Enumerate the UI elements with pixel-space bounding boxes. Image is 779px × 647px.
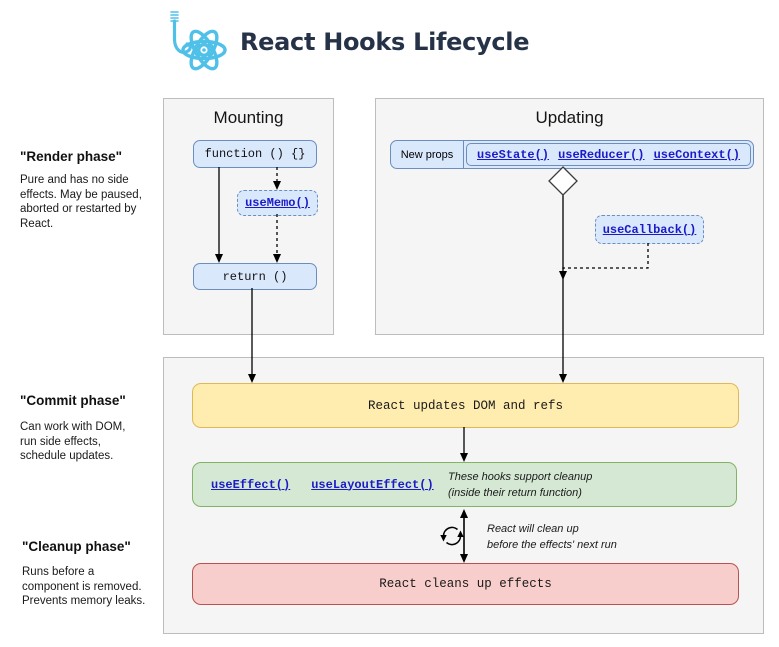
- return-node-label: return (): [222, 269, 288, 284]
- page-title: React Hooks Lifecycle: [240, 28, 530, 56]
- cleanup-phase-description: Runs before a component is removed. Prev…: [22, 566, 146, 608]
- use-callback-link[interactable]: useCallback(): [602, 222, 697, 237]
- cleanup-phase-label: "Cleanup phase" Runs before a component …: [22, 539, 145, 607]
- commit-phase-description: Can work with DOM, run side effects, sch…: [20, 421, 126, 463]
- crochet-hook-icon: [170, 11, 192, 54]
- effect-links-group: useEffect() useLayoutEffect(): [211, 478, 434, 492]
- effects-cleanup-note: These hooks support cleanup (inside thei…: [448, 470, 593, 499]
- use-state-link[interactable]: useState(): [477, 147, 550, 162]
- mounting-panel-title: Mounting: [213, 108, 284, 127]
- use-reducer-link[interactable]: useReducer(): [558, 147, 645, 162]
- state-hooks-group: useState() useReducer() useContext(): [466, 143, 751, 166]
- use-memo-link[interactable]: useMemo(): [245, 196, 310, 210]
- dom-update-bar: React updates DOM and refs: [192, 383, 739, 428]
- cleanup-bar: React cleans up effects: [192, 563, 739, 605]
- use-effect-link[interactable]: useEffect(): [211, 477, 291, 492]
- react-hooks-logo-icon: [170, 11, 227, 71]
- updating-panel: Updating: [375, 98, 764, 335]
- commit-phase-label: "Commit phase" Can work with DOM, run si…: [20, 393, 126, 462]
- render-phase-description: Pure and has no side effects. May be pau…: [20, 174, 142, 230]
- mounting-panel: Mounting: [163, 98, 334, 335]
- use-callback-node: useCallback(): [595, 215, 704, 244]
- function-node-label: function () {}: [204, 147, 306, 161]
- commit-phase-name: "Commit phase": [20, 393, 126, 408]
- render-phase-name: "Render phase": [20, 149, 123, 164]
- cleanup-phase-name: "Cleanup phase": [22, 539, 131, 554]
- new-props-bar: New props useState() useReducer() useCon…: [390, 140, 754, 169]
- dom-update-label: React updates DOM and refs: [367, 398, 564, 413]
- use-memo-node: useMemo(): [237, 190, 318, 216]
- return-node: return (): [193, 263, 317, 290]
- render-phase-label: "Render phase" Pure and has no side effe…: [20, 149, 142, 230]
- use-context-link[interactable]: useContext(): [653, 147, 740, 162]
- function-node: function () {}: [193, 140, 317, 168]
- new-props-label: New props: [391, 141, 464, 168]
- updating-panel-title: Updating: [535, 108, 604, 127]
- use-layout-effect-link[interactable]: useLayoutEffect(): [311, 477, 434, 492]
- effects-bar: useEffect() useLayoutEffect() These hook…: [192, 462, 737, 507]
- cleanup-cycle-note: React will clean up before the effects' …: [487, 523, 617, 551]
- cleanup-bar-label: React cleans up effects: [379, 577, 552, 591]
